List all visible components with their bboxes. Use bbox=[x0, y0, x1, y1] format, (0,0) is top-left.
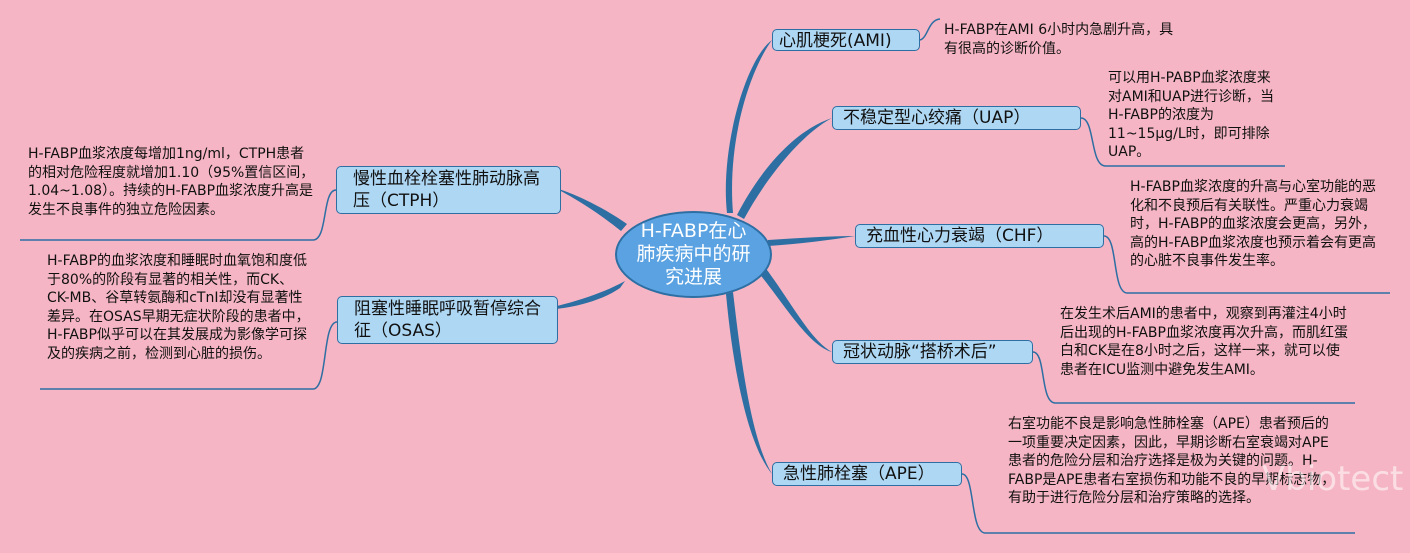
note-chf: H-FABP血浆浓度的升高与心室功能的恶化和不良预后有关联性。严重心力衰竭时，H… bbox=[1130, 179, 1376, 269]
branch-line-ctph bbox=[555, 188, 627, 231]
branch-chf[interactable]: 充血性心力衰竭（CHF） bbox=[855, 224, 1104, 248]
central-topic[interactable]: H-FABP在心肺疾病中的研究进展 bbox=[615, 211, 772, 298]
note-line-ape bbox=[961, 473, 1355, 534]
branch-uap[interactable]: 不稳定型心绞痛（UAP） bbox=[832, 106, 1081, 130]
branch-line-chf bbox=[768, 236, 855, 246]
branch-chf-label: 充血性心力衰竭（CHF） bbox=[866, 226, 1054, 246]
note-line-osas bbox=[40, 321, 338, 390]
note-line-ami bbox=[919, 18, 941, 41]
note-uap: 可以用H-PABP血浆浓度来对AMI和UAP进行诊断，当H-FABP的浓度为11… bbox=[1108, 70, 1275, 160]
note-line-chf bbox=[1103, 235, 1390, 294]
branch-ami[interactable]: 心肌梗死(AMI) bbox=[772, 29, 920, 51]
branch-ape-label: 急性肺栓塞（APE） bbox=[783, 464, 935, 484]
branch-line-ape bbox=[726, 292, 772, 474]
branch-osas-label: 阻塞性睡眠呼吸暂停综合征（OSAS） bbox=[354, 299, 541, 341]
branch-uap-label: 不稳定型心绞痛（UAP） bbox=[843, 108, 1031, 128]
watermark: Vbiotect bbox=[1262, 459, 1404, 499]
note-line-cabg bbox=[1032, 351, 1355, 404]
branch-osas[interactable]: 阻塞性睡眠呼吸暂停综合征（OSAS） bbox=[337, 296, 558, 344]
note-ami: H-FABP在AMI 6小时内急剧升高，具有很高的诊断价值。 bbox=[944, 22, 1174, 57]
branch-line-ami bbox=[725, 40, 772, 213]
branch-line-osas bbox=[538, 281, 625, 310]
note-ape: 右室功能不良是影响急性肺栓塞（APE）患者预后的一项重要决定因素，因此，早期诊断… bbox=[1008, 416, 1336, 506]
branch-ctph-label: 慢性血栓栓塞性肺动脉高压（CTPH） bbox=[353, 169, 540, 211]
branch-line-cabg bbox=[758, 266, 832, 352]
branch-cabg-label: 冠状动脉“搭桥术后” bbox=[843, 342, 997, 362]
note-line-ctph bbox=[20, 189, 337, 241]
note-ctph: H-FABP血浆浓度每增加1ng/ml，CTPH患者的相对危险程度就增加1.10… bbox=[28, 146, 315, 218]
note-line-uap bbox=[1080, 117, 1285, 167]
note-cabg: 在发生术后AMI的患者中，观察到再灌注4小时后出现的H-FABP血浆浓度再次升高… bbox=[1060, 306, 1348, 378]
branch-cabg[interactable]: 冠状动脉“搭桥术后” bbox=[832, 340, 1033, 364]
note-osas: H-FABP的血浆浓度和睡眠时血氧饱和度低于80%的阶段有显著的相关性，而CK、… bbox=[47, 253, 310, 362]
branch-ctph[interactable]: 慢性血栓栓塞性肺动脉高压（CTPH） bbox=[336, 166, 561, 214]
branch-ami-label: 心肌梗死(AMI) bbox=[779, 31, 892, 51]
branch-ape[interactable]: 急性肺栓塞（APE） bbox=[772, 462, 962, 486]
central-topic-label: H-FABP在心肺疾病中的研究进展 bbox=[636, 220, 751, 288]
branch-line-uap bbox=[737, 118, 832, 219]
